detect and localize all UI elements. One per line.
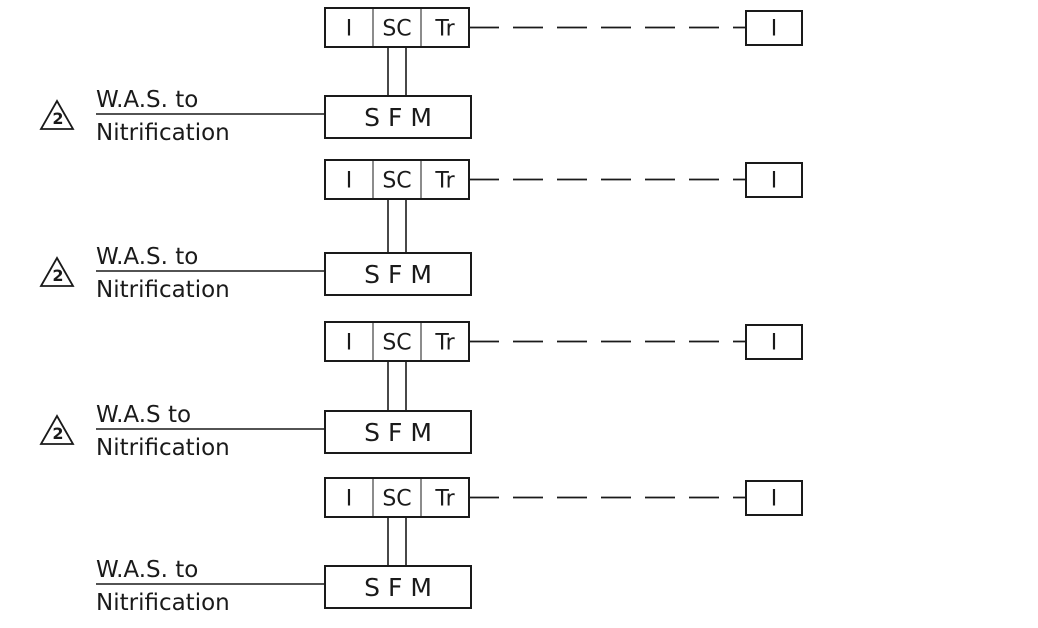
cell-indicator: I bbox=[346, 331, 353, 356]
cell-indicator: I bbox=[346, 169, 353, 194]
cell-speed-controller: SC bbox=[382, 169, 411, 194]
revision-number: 2 bbox=[52, 266, 63, 285]
cell-transmitter: Tr bbox=[434, 487, 455, 512]
instrument-unit-3: I SC Tr I SFM W.A.S to Nitrification 2 bbox=[39, 321, 803, 461]
revision-number: 2 bbox=[52, 109, 63, 128]
cell-transmitter: Tr bbox=[434, 169, 455, 194]
remote-indicator-label: I bbox=[771, 487, 778, 512]
was-label-line2: Nitrification bbox=[96, 277, 230, 303]
cell-indicator: I bbox=[346, 17, 353, 42]
revision-number: 2 bbox=[52, 424, 63, 443]
remote-indicator-label: I bbox=[771, 331, 778, 356]
sfm-box bbox=[324, 565, 472, 609]
instrument-box bbox=[324, 477, 470, 518]
was-label-line2: Nitrification bbox=[96, 435, 230, 461]
cell-indicator: I bbox=[346, 487, 353, 512]
revision-triangle-icon bbox=[39, 99, 75, 130]
remote-indicator-label: I bbox=[771, 17, 778, 42]
sfm-label: SFM bbox=[364, 573, 440, 602]
was-label-line2: Nitrification bbox=[96, 120, 230, 146]
sfm-box bbox=[324, 252, 472, 296]
was-label-line1: W.A.S. to bbox=[96, 87, 198, 113]
sfm-box bbox=[324, 410, 472, 454]
cell-transmitter: Tr bbox=[434, 331, 455, 356]
sfm-label: SFM bbox=[364, 418, 440, 447]
revision-triangle-icon bbox=[39, 256, 75, 287]
was-label-line2: Nitrification bbox=[96, 590, 230, 616]
was-label-line1: W.A.S. to bbox=[96, 557, 198, 583]
cell-speed-controller: SC bbox=[382, 331, 411, 356]
revision-triangle-icon bbox=[39, 414, 75, 445]
sfm-box bbox=[324, 95, 472, 139]
remote-indicator-box bbox=[745, 162, 803, 198]
remote-indicator-label: I bbox=[771, 169, 778, 194]
instrument-unit-2: I SC Tr I SFM W.A.S. to Nitrification 2 bbox=[39, 159, 803, 303]
instrument-box bbox=[324, 321, 470, 362]
remote-indicator-box bbox=[745, 324, 803, 360]
cell-speed-controller: SC bbox=[382, 487, 411, 512]
instrument-unit-1: I SC Tr I SFM W.A.S. to Nitrification 2 bbox=[39, 7, 803, 146]
remote-indicator-box bbox=[745, 480, 803, 516]
was-label-line1: W.A.S. to bbox=[96, 244, 198, 270]
remote-indicator-box bbox=[745, 10, 803, 46]
instrument-box bbox=[324, 7, 470, 48]
sfm-label: SFM bbox=[364, 260, 440, 289]
sfm-label: SFM bbox=[364, 103, 440, 132]
cell-speed-controller: SC bbox=[382, 17, 411, 42]
cell-transmitter: Tr bbox=[434, 17, 455, 42]
instrument-unit-4: I SC Tr I SFM W.A.S. to Nitrification bbox=[96, 477, 803, 616]
instrument-box bbox=[324, 159, 470, 200]
was-label-line1: W.A.S to bbox=[96, 402, 191, 428]
